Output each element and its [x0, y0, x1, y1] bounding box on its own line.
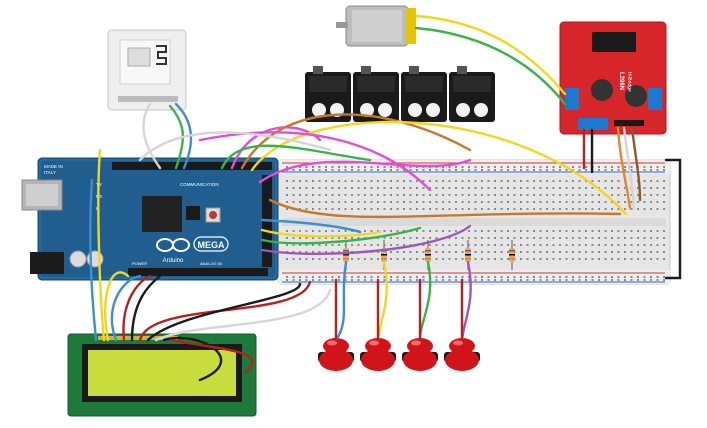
- wire-lcd-7: [154, 288, 332, 342]
- dc-motor: [336, 5, 416, 47]
- lcd-pin-header: [98, 336, 178, 340]
- wire-wifi-rx: [168, 104, 185, 170]
- analog-in-label: ANALOG IN: [200, 261, 222, 266]
- l298n-motor-driver: L298N H-Bridge: [559, 21, 667, 135]
- relay-module: [401, 66, 447, 122]
- made-in-label: MADE IN: [44, 164, 63, 169]
- relay-bank: [305, 66, 495, 122]
- terminal-out-b: [648, 88, 662, 110]
- wire-driver-en: [630, 126, 642, 202]
- wire-motor-a: [414, 14, 567, 96]
- wire-lcd-8: [162, 336, 223, 382]
- push-button[interactable]: [360, 338, 396, 371]
- heatsink: [592, 32, 636, 52]
- wire-driver-in1: [616, 126, 632, 210]
- wire-lcd-1: [104, 271, 130, 342]
- wire-btn-1: [260, 228, 382, 238]
- power-terminal: [578, 118, 608, 130]
- mega-label: MEGA: [198, 240, 226, 250]
- wire-btn-3: [260, 224, 472, 256]
- wire-relay-6: [198, 131, 432, 192]
- push-button[interactable]: [318, 338, 354, 371]
- wire-lcd-5: [138, 280, 312, 342]
- wire-res-btn-1: [334, 260, 348, 342]
- wire-lcd-9: [170, 338, 254, 374]
- wire-motor-b: [414, 26, 567, 106]
- push-buttons: [318, 338, 480, 371]
- wire-gray-top: [138, 131, 332, 162]
- push-button[interactable]: [402, 338, 438, 371]
- resistor: [509, 240, 515, 270]
- wires: [89, 14, 682, 382]
- push-button[interactable]: [444, 338, 480, 371]
- chip-label: L298N: [618, 72, 624, 90]
- arduino-logo: [156, 238, 190, 252]
- wire-lcd-2: [110, 274, 142, 342]
- relay-module: [449, 66, 495, 122]
- analog-header: [128, 268, 268, 276]
- relay-module: [305, 66, 351, 122]
- wire-lcd-6: [146, 282, 302, 342]
- wifi-module: [107, 29, 187, 111]
- relay-module: [353, 66, 399, 122]
- terminal-out-a: [565, 88, 579, 110]
- power-label: POWER: [132, 261, 147, 266]
- board-label: H-Bridge: [626, 72, 632, 92]
- breadboard: [277, 159, 671, 285]
- dc-jack: [30, 252, 64, 274]
- communication-label: COMMUNICATION: [180, 182, 219, 187]
- wire-btn-2: [260, 226, 422, 245]
- arduino-logo-text: Arduino: [163, 258, 184, 264]
- wire-relay-4: [220, 144, 372, 170]
- wire-driver-in2: [622, 126, 636, 210]
- wire-btn-4: [260, 218, 362, 234]
- capacitor: [591, 79, 613, 101]
- wire-rail-link: [664, 158, 682, 280]
- wire-wifi-gnd: [142, 102, 162, 170]
- wire-wifi-tx: [174, 102, 193, 170]
- mcu-chip: [142, 196, 182, 232]
- lcd-16x2: [67, 333, 257, 417]
- wire-lcd-10: [97, 148, 106, 342]
- wire-lcd-3: [122, 274, 152, 342]
- wire-lcd-4: [130, 274, 162, 342]
- country-label: ITALY: [44, 170, 56, 175]
- wire-relay-7: [268, 198, 622, 219]
- antenna-trace: [156, 45, 167, 65]
- wire-lcd-11: [89, 178, 98, 342]
- logic-header: [614, 120, 644, 126]
- wire-relay-5: [258, 158, 472, 184]
- digital-header: [112, 162, 272, 170]
- arduino-mega-board: MEGA Arduino MADE IN ITALY COMMUNICATION…: [21, 157, 279, 281]
